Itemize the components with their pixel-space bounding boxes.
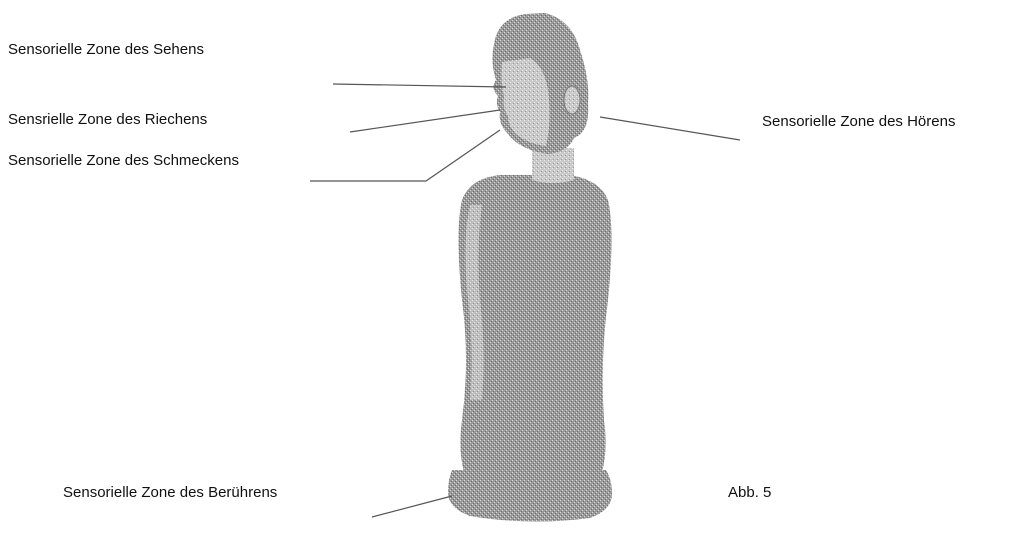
figure-base [448, 470, 612, 522]
label-zone-riechen: Sensrielle Zone des Riechens [8, 111, 207, 129]
label-zone-schmecken: Sensorielle Zone des Schmeckens [8, 152, 239, 170]
figure-caption: Abb. 5 [728, 484, 771, 502]
leader-line-riechen [350, 110, 500, 132]
leader-line-beruehren [372, 496, 452, 517]
label-zone-beruehren: Sensorielle Zone des Berührens [63, 484, 277, 502]
leader-line-sehen [333, 84, 506, 87]
label-zone-sehen: Sensorielle Zone des Sehens [8, 41, 204, 59]
leader-line-hoeren [600, 117, 740, 140]
leader-line-schmecken [310, 130, 500, 181]
figure-ear [564, 86, 580, 114]
label-zone-hoeren: Sensorielle Zone des Hörens [762, 113, 955, 131]
